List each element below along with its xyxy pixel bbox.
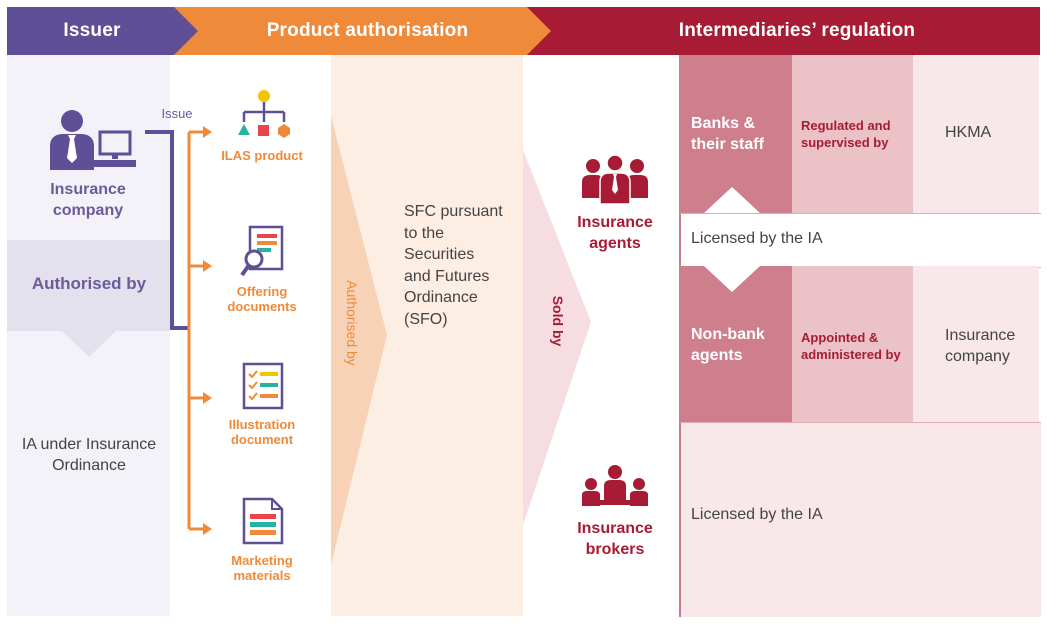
checklist-icon	[242, 362, 284, 410]
reg-banks-label: Banks & their staff	[691, 115, 764, 153]
reg-nonbank-relation-cell	[792, 266, 913, 422]
distribution-brokers-label: Insurance brokers	[577, 520, 653, 558]
document-search-icon	[240, 225, 284, 277]
product-item-marketing: Marketing materials	[231, 553, 293, 583]
header-product-shape	[172, 7, 551, 55]
insurance-agents-icon	[582, 154, 648, 204]
header-issuer: Issuer	[63, 20, 121, 41]
reg-banks-cell	[679, 55, 792, 213]
reg-brokers-cell	[679, 422, 1041, 617]
product-item-illustration: Illustration document	[228, 417, 296, 447]
header-intermediaries-shape	[525, 7, 1040, 55]
product-item-ilas: ILAS product	[221, 148, 303, 163]
distribution-agents-label: Insurance agents	[577, 214, 653, 252]
reg-banks-regulator-cell	[913, 55, 1039, 213]
reg-banks-regulator: HKMA	[945, 124, 992, 141]
insurance-brokers-icon	[582, 465, 648, 506]
sold-by-arrow	[523, 55, 591, 600]
authorised-pointer	[62, 331, 116, 357]
issuer-authority: IA under Insurance Ordinance	[21, 436, 157, 474]
authorised-by-vertical-label: Authorised by	[344, 280, 360, 366]
issue-label: Issue	[161, 106, 193, 121]
header-intermediaries-regulation: Intermediaries’ regulation	[678, 20, 916, 41]
reg-licensed-brokers: Licensed by the IA	[691, 506, 823, 523]
sold-by-vertical-label: Sold by	[550, 295, 566, 347]
reg-nonbank-regulator-cell	[913, 266, 1039, 422]
issue-connector	[145, 130, 189, 330]
reg-nonbank-cell	[679, 266, 792, 422]
licensed-pointer-down	[704, 266, 760, 292]
reg-banks-relation-cell	[792, 55, 913, 213]
issuer-panel-authorised	[7, 240, 170, 331]
reg-licensed-agents: Licensed by the IA	[691, 230, 823, 247]
reg-nonbank-relation: Appointed & administered by	[801, 330, 901, 362]
document-icon	[242, 497, 284, 545]
authorised-by-arrow	[331, 116, 387, 565]
insurance-company-person-icon	[50, 110, 136, 170]
issuer-company-label: Insurance company	[50, 181, 126, 219]
header-product-authorisation: Product authorisation	[266, 20, 469, 41]
sfc-authority-text: SFC pursuant to the Securities and Futur…	[404, 203, 503, 328]
reg-nonbank-label: Non-bank agents	[691, 326, 765, 364]
issuer-panel-bottom	[7, 331, 170, 616]
hierarchy-icon	[238, 90, 290, 138]
header-issuer-shape	[7, 7, 198, 55]
reg-nonbank-regulator: Insurance company	[945, 327, 1016, 365]
reg-banks-relation: Regulated and supervised by	[801, 118, 891, 150]
licensed-pointer-up	[704, 187, 760, 213]
product-item-offering: Offering documents	[227, 284, 297, 314]
issuer-authorised-by: Authorised by	[31, 274, 147, 293]
